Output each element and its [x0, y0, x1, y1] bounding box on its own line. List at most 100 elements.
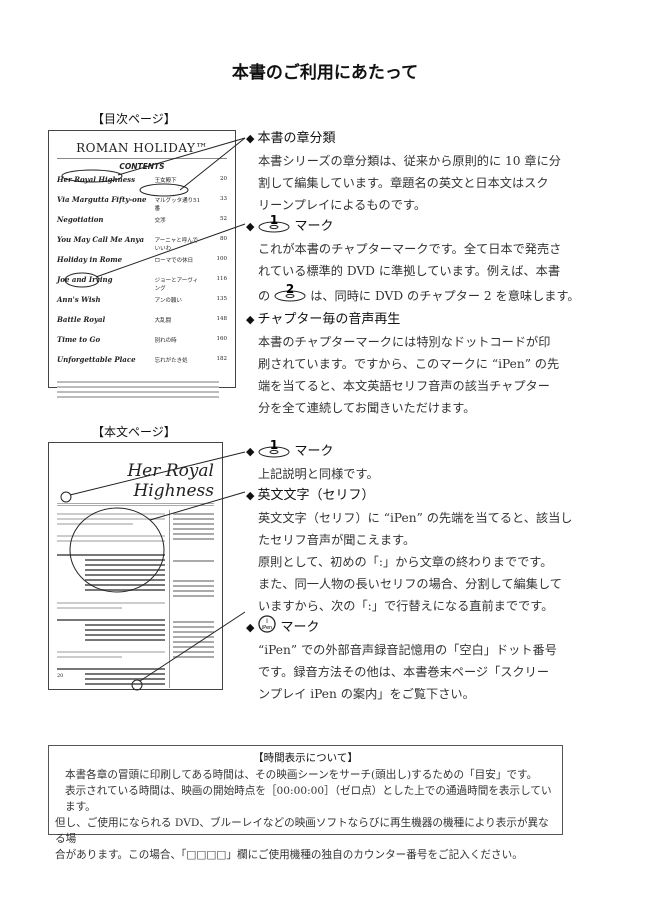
svg-text:1: 1 — [270, 213, 278, 227]
page-number: 20 — [57, 673, 64, 679]
chapter-page: 160 — [216, 336, 228, 342]
section-text: これが本書のチャプターマークです。全て日本で発売さ — [258, 242, 562, 256]
chapter-jp-title: マルグッタ通り51番 — [154, 198, 201, 212]
explanation-section: ◆本書の章分類本書シリーズの章分類は、従来から原則的に 10 章に分割して編集し… — [246, 128, 626, 216]
chapter-mark-icon: 1 — [257, 438, 291, 466]
chapter-jp-title: 忘れがたき処 — [154, 358, 188, 364]
contents-row: Time to Go 別れの時 160 — [57, 335, 227, 355]
explanation-section: ◆英文文字（セリフ）英文文字（セリフ）に “iPen” の先端を当てると、該当し… — [246, 485, 626, 617]
chapter-en-title: You May Call Me Anya — [57, 235, 144, 244]
svg-text:I: I — [267, 618, 269, 625]
diamond-bullet-icon: ◆ — [246, 132, 255, 145]
chapter-jp-title: 別れの時 — [154, 338, 177, 344]
chapter-jp-title: アーニャと呼んでいいわ — [154, 238, 199, 252]
body-page-label: 【本文ページ】 — [92, 425, 176, 439]
svg-text:2: 2 — [286, 282, 294, 296]
chapter-page: 80 — [220, 236, 227, 242]
notice-line: 本書各章の冒頭に印刷してある時間は、その映画シーンをサーチ(頭出し)するための「… — [65, 769, 538, 781]
diamond-bullet-icon: ◆ — [246, 445, 255, 458]
chapter-en-title: Joe and Irving — [57, 275, 113, 284]
contents-row: Holiday in Rome ローマでの休日 100 — [57, 255, 227, 275]
section-text: 割して編集しています。章題名の英文と日本文はスク — [258, 176, 549, 190]
toc-page-label: 【目次ページ】 — [92, 112, 176, 126]
chapter-page: 20 — [220, 176, 227, 182]
chapter-mark-icon: 1 — [257, 213, 291, 241]
section-text: リーンプレイによるものです。 — [258, 198, 427, 212]
notes-column — [169, 510, 214, 688]
section-text: 分を全て連続してお聞きいただけます。 — [258, 401, 476, 415]
time-display-notice: 【時間表示について】 本書各章の冒頭に印刷してある時間は、その映画シーンをサーチ… — [48, 745, 563, 861]
chapter-jp-title: 交渉 — [154, 218, 166, 224]
section-text: たセリフ音声が聞こえます。 — [258, 533, 416, 547]
section-text: 原則として、初めの「:」から文章の終わりまでです。 — [258, 555, 553, 569]
chapter-en-title: Negotiation — [57, 215, 104, 224]
section-text: 上記説明と同様です。 — [258, 467, 379, 481]
chapter-page: 33 — [220, 196, 227, 202]
chapter-page: 52 — [220, 216, 227, 222]
section-text: 端を当てると、本文英語セリフ音声の該当チャプター — [258, 379, 550, 393]
chapter-jp-title: 王女殿下 — [154, 178, 177, 184]
section-heading: ◆チャプター毎の音声再生 — [246, 309, 626, 331]
section-heading: ◆本書の章分類 — [246, 128, 626, 150]
index-lines — [57, 381, 227, 398]
section-text: 本書シリーズの章分類は、従来から原則的に 10 章に分 — [258, 154, 561, 168]
chapter-mark-icon: 2 — [273, 282, 307, 309]
diamond-bullet-icon: ◆ — [246, 313, 255, 326]
contents-row: You May Call Me Anya アーニャと呼んでいいわ 80 — [57, 235, 227, 255]
section-text: “iPen” での外部音声録音記憶用の「空白」ドット番号 — [258, 643, 557, 657]
section-text: 刷されています。ですから、このマークに “iPen” の先 — [258, 357, 560, 371]
chapter-en-title: Time to Go — [57, 335, 101, 344]
callout-ellipse — [64, 272, 100, 288]
section-text: いますから、次の「:」で行替えになる直前までです。 — [258, 599, 554, 613]
chapter-page: 100 — [216, 256, 228, 262]
chapter-page: 135 — [216, 296, 228, 302]
section-text: また、同一人物の長いセリフの場合、分割して編集して — [258, 577, 562, 591]
explanation-section: ◆チャプター毎の音声再生本書のチャプターマークには特別なドットコードが印刷されて… — [246, 309, 626, 419]
svg-text:iPen: iPen — [262, 625, 272, 631]
chapter-en-title: Ann's Wish — [57, 295, 101, 304]
section-text: です。録音方法その他は、本書巻末ページ「スクリー — [258, 665, 550, 679]
contents-heading: CONTENTS — [119, 162, 165, 171]
contents-row: Unforgettable Place 忘れがたき処 182 — [57, 355, 227, 375]
diamond-bullet-icon: ◆ — [246, 220, 255, 233]
chapter-page: 148 — [216, 316, 228, 322]
diamond-bullet-icon: ◆ — [246, 621, 255, 634]
callout-circle — [60, 491, 72, 503]
contents-row: Joe and Irving ジョーとアーヴィング 116 — [57, 275, 227, 295]
callout-circle — [131, 679, 143, 691]
chapter-page: 182 — [216, 356, 228, 362]
section-text: 本書のチャプターマークには特別なドットコードが印 — [258, 335, 551, 349]
section-text: れている標準的 DVD に準拠しています。例えば、本書 — [258, 264, 561, 278]
chapter-jp-title: ジョーとアーヴィング — [154, 278, 199, 292]
notice-line: 表示されている時間は、映画の開始時点を［00:00:00］（ゼロ点）とした上での… — [65, 785, 552, 813]
dialogue-column — [57, 510, 165, 688]
callout-ellipse — [69, 507, 165, 593]
chapter-en-title: Holiday in Rome — [57, 255, 123, 264]
chapter-jp-title: ローマでの休日 — [154, 258, 194, 264]
book-title: ROMAN HOLIDAY™ — [76, 141, 208, 155]
section-text: 英文文字（セリフ）に “iPen” の先端を当てると、該当し — [258, 511, 573, 525]
chapter-page: 116 — [216, 276, 228, 282]
chapter-en-title: Unforgettable Place — [57, 355, 136, 364]
chapter-jp-title: 大乱闘 — [154, 318, 172, 324]
notice-line: 但し、ご使用になられる DVD、ブルーレイなどの映画ソフトならびに再生機器の機種… — [55, 817, 549, 845]
callout-ellipse — [61, 169, 123, 183]
page-title: 本書のご利用にあたって — [231, 63, 419, 83]
toc-explanations: ◆本書の章分類本書シリーズの章分類は、従来から原則的に 10 章に分割して編集し… — [246, 128, 626, 419]
callout-ellipse — [139, 183, 189, 197]
body-page-thumbnail: Her Royal Highness 20 — [48, 442, 223, 690]
section-text: ンプレイ iPen の案内」をご覧下さい。 — [258, 687, 475, 701]
